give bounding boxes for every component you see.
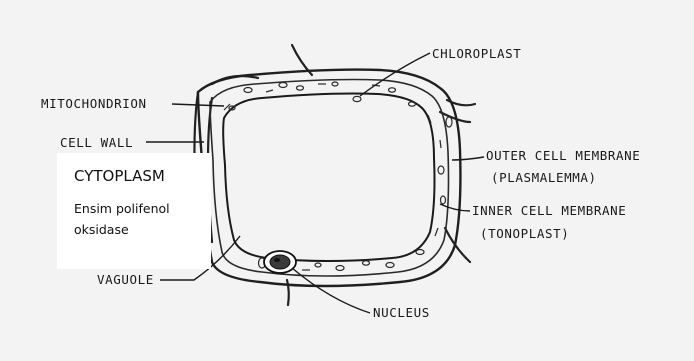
chloroplast — [353, 96, 361, 101]
chloroplast — [279, 83, 287, 88]
label-cell-wall: CELL WALL — [60, 135, 133, 150]
chloroplast — [336, 266, 344, 271]
chloroplast — [332, 82, 338, 86]
chloroplast — [438, 166, 444, 174]
label-chloroplast: CHLOROPLAST — [432, 46, 521, 61]
label-plasmalemma: (PLASMALEMMA) — [491, 170, 597, 185]
mitochondrion — [266, 90, 273, 92]
cytoplasm-overlay-box: CYTOPLASM Ensim polifenol oksidase — [57, 153, 211, 269]
chloroplast — [446, 117, 452, 127]
inner-membrane-leader — [440, 204, 470, 211]
mitochondrion-leader — [172, 104, 224, 106]
chloroplast — [315, 263, 321, 267]
label-vacuole: VAGUOLE — [97, 272, 154, 287]
chloroplast — [386, 263, 394, 268]
chloroplast — [297, 86, 304, 90]
label-tonoplast: (TONOPLAST) — [480, 226, 569, 241]
label-mitochondrion: MITOCHONDRION — [41, 96, 147, 111]
enzyme-note-line-2: oksidase — [74, 219, 209, 240]
chloroplast — [389, 88, 396, 92]
label-outer-cell-membrane: OUTER CELL MEMBRANE — [486, 148, 640, 163]
enzyme-note-line-1: Ensim polifenol — [74, 198, 209, 219]
outer-membrane-leader — [452, 157, 484, 160]
plasmalemma-outline — [210, 80, 449, 277]
nucleus — [264, 251, 296, 273]
chloroplast — [409, 102, 416, 106]
label-nucleus: NUCLEUS — [373, 305, 430, 320]
cytoplasm-heading: CYTOPLASM — [74, 167, 165, 185]
enzyme-note: Ensim polifenol oksidase — [74, 198, 209, 240]
chloroplast — [363, 261, 370, 265]
tonoplast-outline — [223, 94, 434, 262]
chloroplast — [416, 250, 424, 255]
chloroplast — [244, 88, 252, 93]
label-inner-cell-membrane: INNER CELL MEMBRANE — [472, 203, 626, 218]
chloroplast — [441, 196, 446, 204]
organelles — [224, 82, 452, 271]
mitochondrion — [440, 140, 441, 148]
cell-wall-outline — [198, 70, 460, 286]
mitochondrion — [435, 228, 438, 236]
